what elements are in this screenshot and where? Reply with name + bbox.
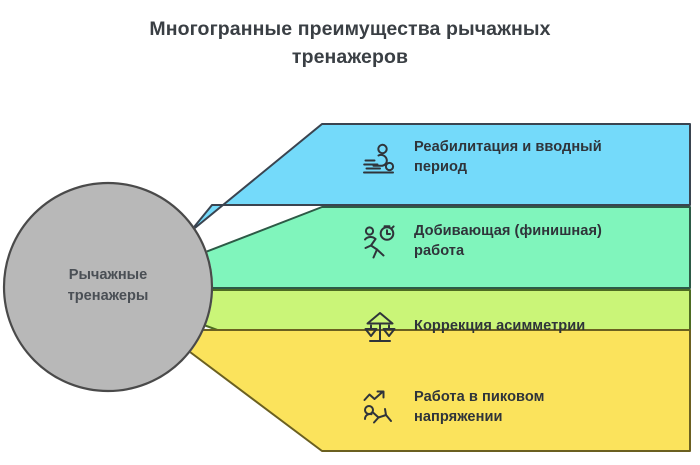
page-title: Многогранные преимущества рычажных трена… <box>149 18 551 68</box>
band-label-rehab: Реабилитация и вводный период <box>414 139 602 175</box>
runner-stopwatch-icon <box>364 225 395 259</box>
hub-label: Рычажные тренажеры <box>67 267 149 304</box>
band-row-asymmetry[interactable]: Коррекция асимметрии <box>360 307 660 347</box>
band-shape-rehab[interactable] <box>189 123 691 233</box>
hub-circle[interactable] <box>2 181 214 393</box>
rehab-person-icon <box>363 143 395 174</box>
band-row-rehab[interactable]: Реабилитация и вводный период <box>360 138 660 178</box>
band-label-finisher: Добивающая (финишная) работа <box>414 223 602 259</box>
band-label-asymmetry: Коррекция асимметрии <box>414 318 586 335</box>
balance-scales-icon <box>364 312 396 342</box>
band-label-peak: Работа в пиковом напряжении <box>414 389 545 425</box>
trend-up-person-icon <box>363 390 392 424</box>
band-row-finisher[interactable]: Добивающая (финишная) работа <box>360 222 660 262</box>
band-row-peak[interactable]: Работа в пиковом напряжении <box>360 388 660 428</box>
